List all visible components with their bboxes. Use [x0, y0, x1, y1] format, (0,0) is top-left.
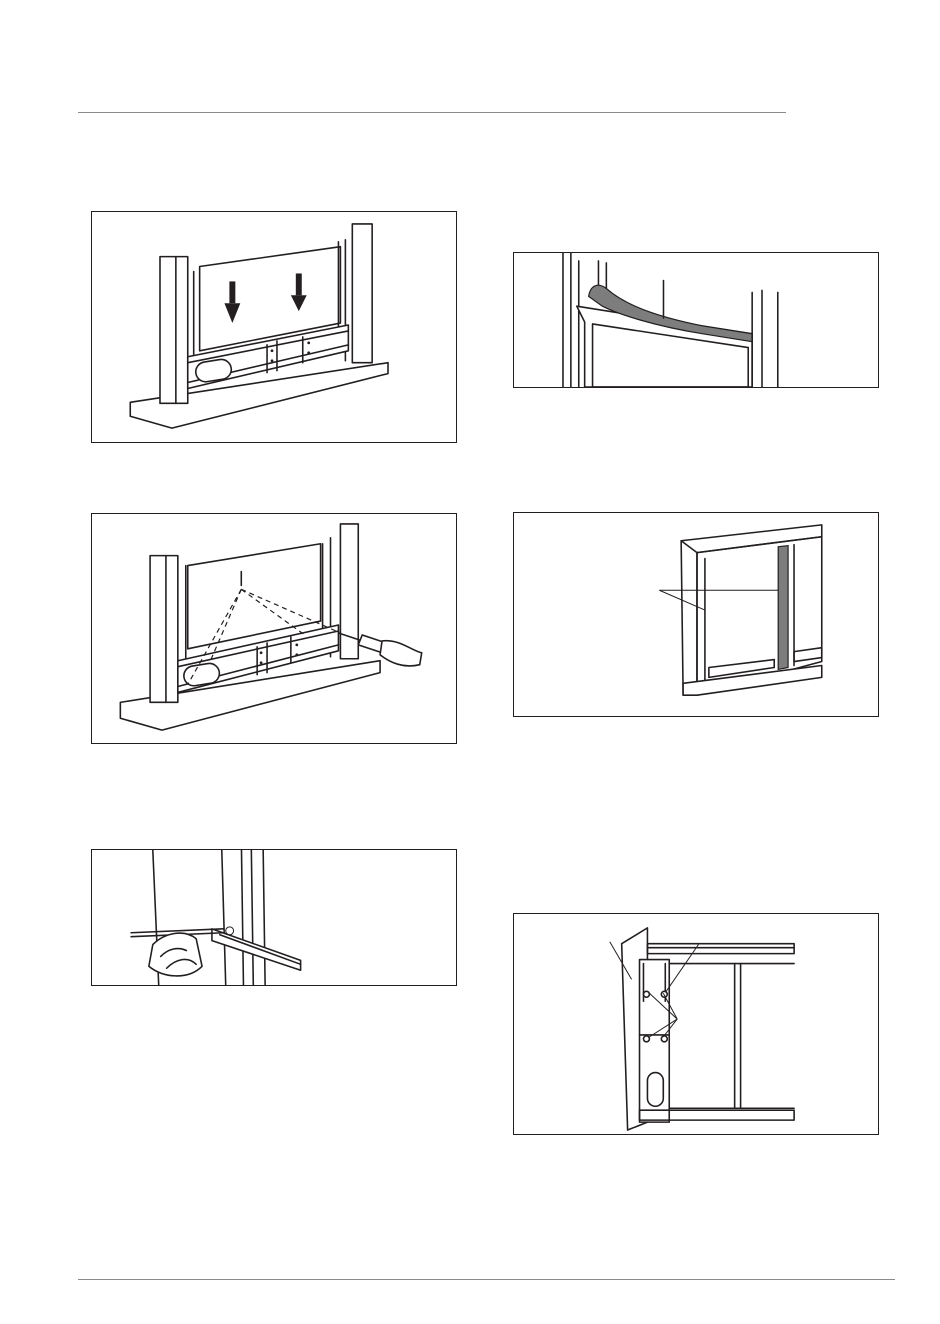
window-kit-drop-in-icon: [92, 212, 456, 442]
window-bracket-drill-icon: [92, 850, 456, 985]
figure-window-bracket-drill: [91, 849, 457, 986]
sliding-window-seal-icon: [514, 513, 878, 716]
figure-foam-seal-strip: [513, 252, 879, 388]
window-kit-screw-fix-icon: [92, 514, 456, 743]
figure-sliding-window-kit-mount: [513, 913, 879, 1135]
foam-seal-strip-icon: [514, 253, 878, 387]
header-rule: [78, 112, 786, 113]
figure-window-kit-drop-in: [91, 211, 457, 443]
sliding-window-kit-mount-icon: [514, 914, 878, 1134]
figure-window-kit-screw-fix: [91, 513, 457, 744]
footer-rule: [78, 1279, 895, 1280]
figure-sliding-window-seal: [513, 512, 879, 717]
